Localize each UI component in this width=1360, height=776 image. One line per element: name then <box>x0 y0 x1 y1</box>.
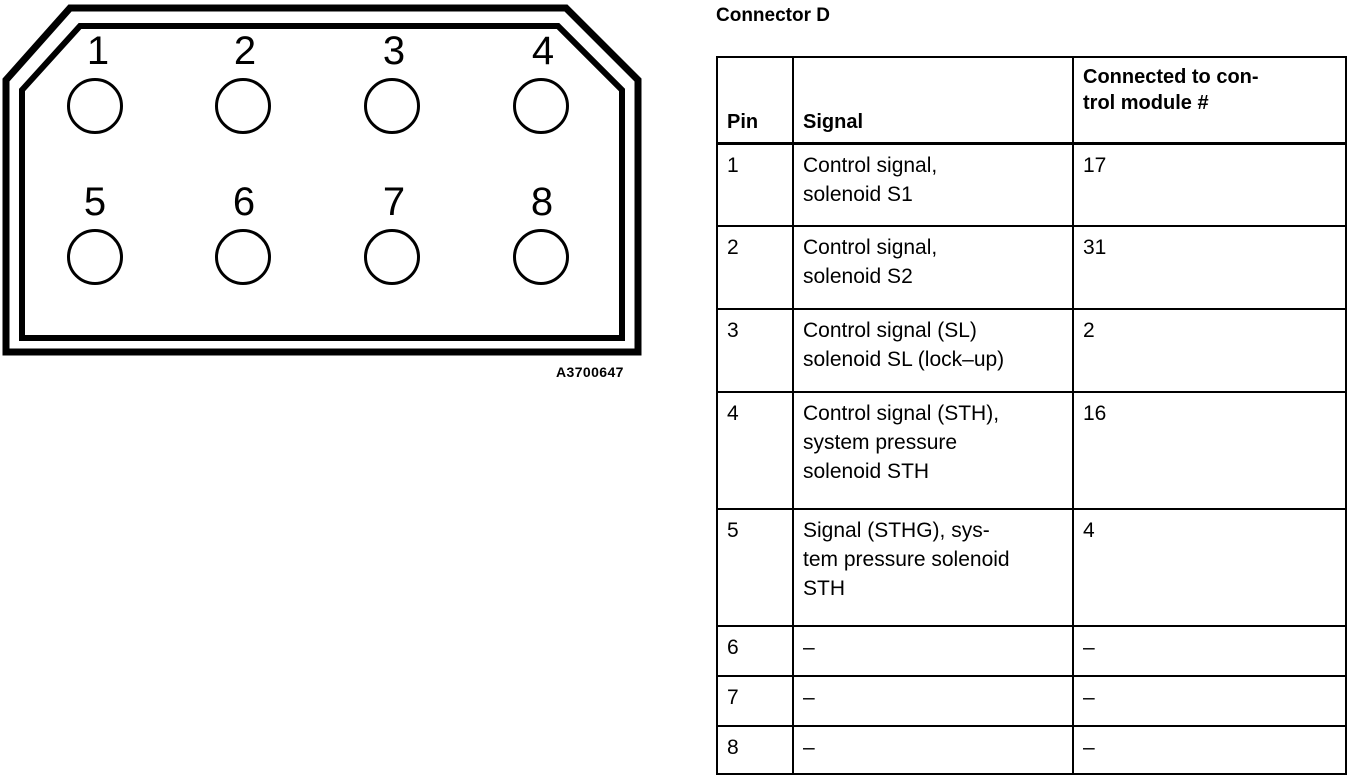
pin-label-2: 2 <box>233 29 257 73</box>
cell-module: 2 <box>1072 307 1347 393</box>
pin-value: 8 <box>727 735 739 759</box>
signal-line: STH <box>803 576 845 600</box>
signal-line: solenoid S1 <box>803 183 913 206</box>
column-header-pin: Pin <box>716 56 794 145</box>
cell-pin: 6 <box>716 624 794 677</box>
table-row: 3 Control signal (SL) solenoid SL (lock–… <box>716 307 1347 393</box>
pin-label-1: 1 <box>86 29 110 73</box>
column-header-signal-label: Signal <box>803 111 864 133</box>
pin-hole-2 <box>215 78 271 134</box>
pin-hole-6 <box>215 229 271 285</box>
signal-line: tem pressure solenoid <box>803 547 1010 571</box>
column-header-pin-label: Pin <box>727 111 759 133</box>
cell-module: 17 <box>1072 142 1347 227</box>
signal-line: Control signal (SL) <box>803 318 977 342</box>
cell-pin: 8 <box>716 724 794 775</box>
cell-signal: Control signal, solenoid S1 <box>792 142 1074 227</box>
signal-line: – <box>803 685 815 709</box>
cell-module: – <box>1072 624 1347 677</box>
column-header-module-line2: trol module # <box>1083 92 1209 114</box>
table-row: 1 Control signal, solenoid S1 17 <box>716 142 1347 227</box>
cell-module: – <box>1072 674 1347 727</box>
table-row: 6 – – <box>716 624 1347 677</box>
cell-signal: – <box>792 624 1074 677</box>
module-value: 16 <box>1083 401 1107 425</box>
pin-hole-8 <box>513 229 569 285</box>
signal-line: solenoid SL (lock–up) <box>803 347 1005 371</box>
cell-signal: – <box>792 674 1074 727</box>
column-header-module-line1: Connected to con- <box>1083 66 1259 88</box>
pin-hole-1 <box>67 78 123 134</box>
cell-module: 4 <box>1072 507 1347 627</box>
module-value: 31 <box>1083 235 1107 259</box>
pin-hole-4 <box>513 78 569 134</box>
table-row: 2 Control signal, solenoid S2 31 <box>716 224 1347 310</box>
pin-value: 1 <box>727 154 739 177</box>
signal-line: – <box>803 635 815 659</box>
signal-line: solenoid S2 <box>803 264 913 288</box>
connector-outline-icon <box>2 4 642 356</box>
table-row: 5 Signal (STHG), sys- tem pressure solen… <box>716 507 1347 627</box>
cell-signal: Control signal (SL) solenoid SL (lock–up… <box>792 307 1074 393</box>
table-header-row: Pin Signal Connected to con- trol module… <box>716 56 1347 145</box>
signal-line: solenoid STH <box>803 459 930 483</box>
connector-pinout-figure: 1 2 3 4 5 6 7 8 A3700647 <box>0 0 680 400</box>
cell-signal: Control signal, solenoid S2 <box>792 224 1074 310</box>
connector-inner-shell <box>19 23 625 341</box>
signal-line: Control signal, <box>803 154 938 177</box>
module-value: 2 <box>1083 318 1095 342</box>
column-header-module: Connected to con- trol module # <box>1072 56 1347 145</box>
signal-line: system pressure <box>803 430 958 454</box>
table-title: Connector D <box>716 5 830 26</box>
pin-hole-7 <box>364 229 420 285</box>
signal-line: Control signal (STH), <box>803 401 1000 425</box>
pin-label-3: 3 <box>382 29 406 73</box>
pin-value: 6 <box>727 635 739 659</box>
pin-label-8: 8 <box>530 180 554 224</box>
cell-module: 31 <box>1072 224 1347 310</box>
cell-module: – <box>1072 724 1347 775</box>
cell-pin: 7 <box>716 674 794 727</box>
module-value: – <box>1083 685 1095 709</box>
table-row: 4 Control signal (STH), system pressure … <box>716 390 1347 510</box>
pin-label-5: 5 <box>83 180 107 224</box>
table-row: 8 – – <box>716 724 1347 775</box>
cell-pin: 2 <box>716 224 794 310</box>
connector-pin-table: Pin Signal Connected to con- trol module… <box>716 56 1347 775</box>
connector-outer-shell <box>2 4 642 356</box>
cell-pin: 1 <box>716 142 794 227</box>
pin-hole-5 <box>67 229 123 285</box>
cell-signal: Signal (STHG), sys- tem pressure solenoi… <box>792 507 1074 627</box>
cell-signal: – <box>792 724 1074 775</box>
table-row: 7 – – <box>716 674 1347 727</box>
pin-value: 5 <box>727 518 739 542</box>
signal-line: Control signal, <box>803 235 938 259</box>
cell-pin: 3 <box>716 307 794 393</box>
cell-signal: Control signal (STH), system pressure so… <box>792 390 1074 510</box>
signal-line: Signal (STHG), sys- <box>803 518 990 542</box>
module-value: – <box>1083 635 1095 659</box>
pin-label-4: 4 <box>531 29 555 73</box>
pin-value: 2 <box>727 235 739 259</box>
module-value: 4 <box>1083 518 1095 542</box>
column-header-signal: Signal <box>792 56 1074 145</box>
module-value: 17 <box>1083 154 1107 177</box>
pin-hole-3 <box>364 78 420 134</box>
pin-label-6: 6 <box>232 180 256 224</box>
module-value: – <box>1083 735 1095 759</box>
cell-module: 16 <box>1072 390 1347 510</box>
cell-pin: 4 <box>716 390 794 510</box>
pin-value: 7 <box>727 685 739 709</box>
pin-value: 3 <box>727 318 739 342</box>
pin-value: 4 <box>727 401 739 425</box>
figure-reference-code: A3700647 <box>556 364 624 380</box>
cell-pin: 5 <box>716 507 794 627</box>
pin-label-7: 7 <box>382 180 406 224</box>
signal-line: – <box>803 735 815 759</box>
